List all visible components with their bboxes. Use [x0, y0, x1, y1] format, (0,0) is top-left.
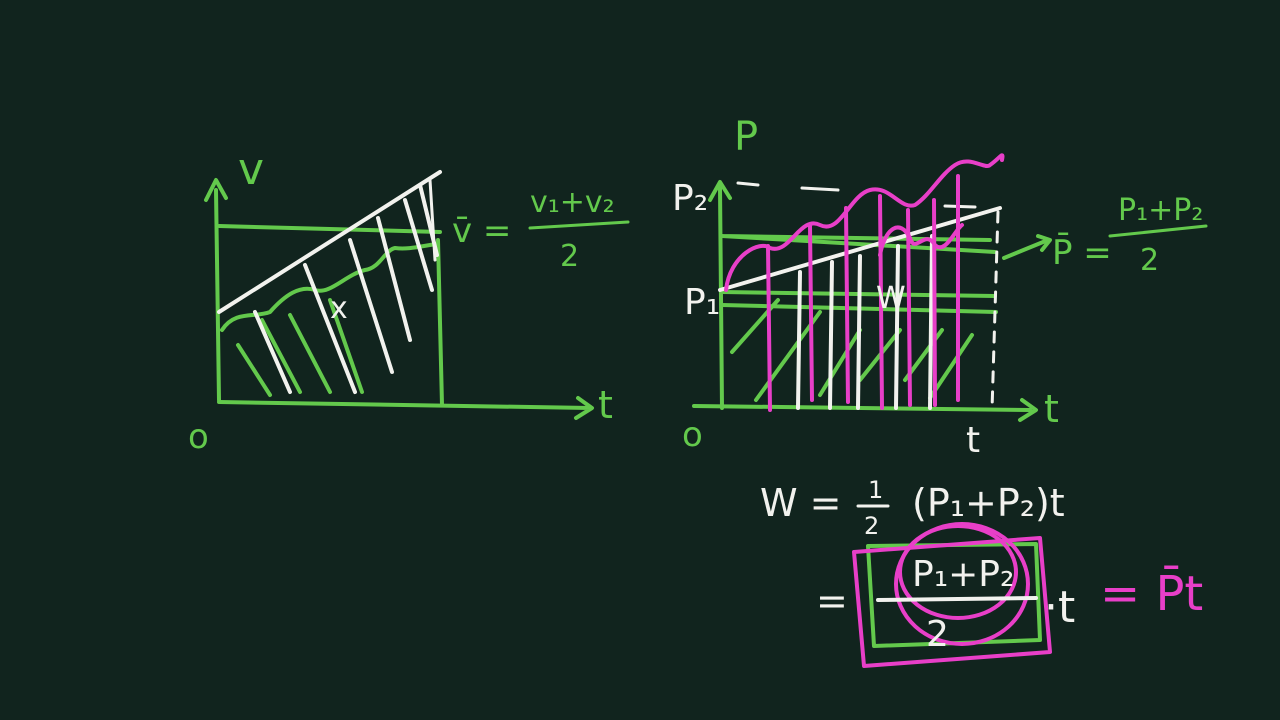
derivation-line2-frac-bar	[876, 596, 1038, 602]
left-y-axis-label: v	[238, 144, 264, 195]
derivation-line2-eq: =	[816, 579, 848, 623]
right-y-axis	[708, 180, 732, 410]
derivation-pink-box	[852, 536, 1052, 668]
left-avg-den: 2	[560, 239, 579, 274]
derivation: W = 1 2 (P₁+P₂)t = P₁+P₂ 2 ·t = P̄t	[760, 476, 1203, 668]
derivation-line2-t: ·t	[1044, 582, 1075, 633]
derivation-line1-rest: (P₁+P₂)t	[912, 481, 1065, 525]
right-tick-marks	[736, 181, 977, 209]
left-hatch-green	[236, 298, 364, 397]
left-x-axis	[217, 396, 594, 420]
right-pink-verticals	[766, 174, 960, 412]
right-t-mark: t	[966, 420, 980, 461]
right-pink-wiggle	[878, 223, 964, 257]
left-area-label: x	[330, 291, 348, 326]
right-x-axis	[692, 398, 1038, 422]
derivation-green-box	[866, 542, 1042, 648]
right-graph: P t o P₁ P₂ W t P̄ = P₁+P₂ 2	[672, 114, 1208, 461]
derivation-line2-num: P₁+P₂	[912, 554, 1014, 595]
left-avg-num: v₁+v₂	[530, 185, 615, 220]
left-avg-fraction-bar	[528, 220, 630, 230]
right-avg-fraction-bar	[1108, 224, 1208, 238]
right-p1-label: P₁	[684, 282, 720, 323]
right-x-axis-label: t	[1044, 387, 1059, 431]
left-avg-lhs: v̄ =	[452, 211, 511, 251]
left-graph: v t o x v̄ = v₁+v₂ 2	[188, 144, 630, 457]
right-avg-arrow	[1002, 234, 1052, 260]
left-y-axis	[204, 178, 228, 402]
left-x-axis-label: t	[598, 383, 613, 427]
derivation-line1-frac-num: 1	[868, 476, 883, 504]
derivation-line1-frac-den: 2	[864, 512, 879, 540]
left-vertical-t-line	[436, 238, 444, 407]
left-white-line	[217, 170, 442, 314]
right-pink-curve	[724, 153, 1005, 292]
derivation-pink-circle-inner	[898, 524, 1018, 620]
derivation-pink-circle	[894, 522, 1030, 646]
left-top-hatch	[428, 178, 437, 262]
right-avg-num: P₁+P₂	[1118, 193, 1203, 228]
right-hatch-white	[796, 234, 934, 410]
derivation-line2-den: 2	[926, 614, 949, 655]
right-y-axis-label: P	[734, 114, 758, 160]
left-hatch-white	[253, 183, 439, 394]
left-green-curve	[220, 242, 440, 332]
right-area-label: W	[876, 281, 906, 316]
right-origin-label: o	[682, 415, 703, 455]
right-avg-power-line	[720, 234, 997, 254]
right-avg-den: 2	[1140, 243, 1159, 278]
derivation-line1-lhs: W =	[760, 481, 842, 525]
left-origin-label: o	[188, 417, 209, 457]
derivation-result: = P̄t	[1100, 565, 1203, 622]
right-dashed-t-line	[990, 210, 1000, 412]
left-avg-velocity-line	[217, 224, 442, 234]
right-p2-label: P₂	[672, 178, 708, 219]
right-avg-lhs: P̄ =	[1052, 232, 1112, 273]
